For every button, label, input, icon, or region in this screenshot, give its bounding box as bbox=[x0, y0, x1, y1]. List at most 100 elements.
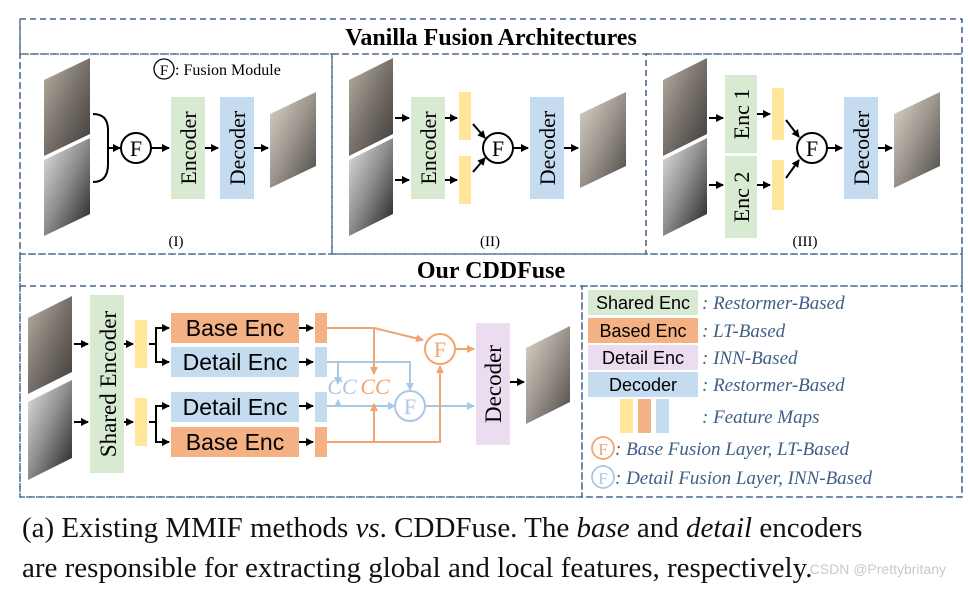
infrared-image bbox=[349, 138, 393, 236]
vanilla-title-frame bbox=[19, 18, 963, 55]
feature-map-swatch-orange bbox=[638, 399, 651, 433]
infrared-image bbox=[28, 380, 72, 480]
caption-text: . CDDFuse. The bbox=[379, 512, 577, 544]
legend-desc: : LT-Based bbox=[702, 321, 786, 342]
frames bbox=[19, 18, 963, 498]
legend-key: F bbox=[598, 440, 607, 459]
panel-ii-label: (II) bbox=[480, 234, 500, 250]
feature-map bbox=[135, 398, 147, 446]
legend-key: F bbox=[598, 469, 607, 488]
base-enc-label-bottom: Base Enc bbox=[186, 429, 284, 455]
base-fusion-legend-icon bbox=[591, 436, 615, 460]
detail-fusion-legend-icon bbox=[591, 465, 615, 489]
panel-iii-label: (III) bbox=[793, 234, 818, 250]
feature-map bbox=[135, 320, 147, 368]
fused-image bbox=[580, 92, 626, 188]
fusion-symbol: F bbox=[130, 136, 142, 161]
enc1-label: Enc 1 bbox=[729, 89, 754, 140]
enc1-block bbox=[725, 75, 757, 153]
infrared-image bbox=[663, 138, 707, 236]
feature-map-swatch-blue bbox=[656, 399, 669, 433]
ours-title: Our CDDFuse bbox=[417, 258, 566, 284]
fusion-symbol: F bbox=[806, 136, 818, 161]
feature-map bbox=[772, 160, 784, 210]
legend-item-based-enc: Based Enc : LT-Based bbox=[588, 318, 786, 343]
legend-key: Decoder bbox=[609, 375, 677, 395]
legend-item-shared-enc: Shared Enc : Restormer-Based bbox=[588, 290, 845, 315]
encoder-label: Encoder bbox=[176, 111, 201, 185]
detail-enc-block-bottom bbox=[171, 392, 299, 422]
fusion-legend-symbol: F bbox=[160, 63, 168, 79]
feature-map-base bbox=[315, 427, 327, 457]
feature-map-base bbox=[315, 313, 327, 343]
legend-desc: : Base Fusion Layer, LT-Based bbox=[615, 439, 850, 460]
shared-encoder-block bbox=[90, 295, 124, 473]
fusion-legend-note: : Fusion Module bbox=[175, 62, 281, 79]
infrared-image bbox=[44, 138, 90, 236]
cc-label-detail: CC bbox=[327, 374, 357, 399]
feature-map-detail bbox=[315, 392, 327, 422]
legend-desc: : Feature Maps bbox=[702, 407, 820, 428]
fusion-symbol: F bbox=[492, 136, 504, 161]
legend-key: Detail Enc bbox=[602, 348, 684, 368]
panel-ii: Encoder F Decoder (II) bbox=[349, 58, 626, 250]
feature-map bbox=[772, 88, 784, 140]
cddfuse-frame bbox=[19, 285, 583, 498]
detail-fusion-symbol: F bbox=[404, 394, 416, 419]
decoder-label: Decoder bbox=[481, 345, 506, 423]
detail-enc-block-top bbox=[171, 347, 299, 377]
caption-italic: base bbox=[576, 512, 630, 544]
caption-text: (a) Existing MMIF methods bbox=[22, 512, 356, 544]
decoder-label: Decoder bbox=[225, 110, 250, 185]
feature-map-swatch-yellow bbox=[620, 399, 633, 433]
detail-enc-label-top: Detail Enc bbox=[183, 349, 288, 375]
legend-item-detail-fusion: F : Detail Fusion Layer, INN-Based bbox=[591, 465, 873, 489]
visible-image bbox=[28, 296, 72, 394]
panel-i-frame bbox=[19, 53, 333, 255]
panel-iii: Enc 1 Enc 2 F Decoder (III) bbox=[663, 58, 940, 250]
legend-desc: : Detail Fusion Layer, INN-Based bbox=[615, 468, 873, 489]
fused-image bbox=[894, 92, 940, 188]
visible-image bbox=[44, 58, 90, 156]
caption-line-2: are responsible for extracting global an… bbox=[22, 552, 813, 584]
legend-desc: : INN-Based bbox=[702, 348, 798, 369]
cddfuse-panel: Shared Encoder Base Enc Detail Enc Detai… bbox=[28, 295, 570, 480]
base-fusion-layer-icon bbox=[424, 333, 456, 365]
figure-caption: (a) Existing MMIF methods vs. CDDFuse. T… bbox=[22, 508, 952, 588]
feature-map-detail bbox=[315, 347, 327, 377]
cc-label-base: CC bbox=[360, 374, 390, 399]
encoder-label: Encoder bbox=[416, 111, 441, 185]
legend-desc: : Restormer-Based bbox=[702, 375, 845, 396]
encoder-block bbox=[171, 97, 205, 199]
caption-text: encoders bbox=[752, 512, 863, 544]
detail-fusion-layer-icon bbox=[394, 390, 426, 422]
base-enc-label-top: Base Enc bbox=[186, 315, 284, 341]
panel-i-label: (I) bbox=[169, 234, 184, 250]
caption-italic: detail bbox=[686, 512, 753, 544]
legend-frame bbox=[581, 285, 963, 498]
base-enc-block-bottom bbox=[171, 427, 299, 457]
legend-key: Based Enc bbox=[599, 321, 686, 341]
decoder-label: Decoder bbox=[849, 110, 874, 185]
encoder-block bbox=[411, 97, 445, 199]
legend-item-base-fusion: F : Base Fusion Layer, LT-Based bbox=[591, 436, 850, 460]
watermark: CSDN @Prettybritany bbox=[809, 561, 946, 577]
fusion-legend-icon bbox=[153, 58, 175, 80]
legend-item-feature-maps: : Feature Maps bbox=[620, 399, 820, 433]
visible-image bbox=[663, 58, 707, 156]
caption-line-1: (a) Existing MMIF methods vs. CDDFuse. T… bbox=[22, 508, 952, 548]
feature-map bbox=[459, 156, 471, 204]
fused-image bbox=[270, 92, 316, 188]
decoder-block bbox=[476, 323, 510, 445]
legend-item-detail-enc: Detail Enc : INN-Based bbox=[588, 345, 798, 370]
caption-italic: vs bbox=[355, 512, 380, 544]
vanilla-title: Vanilla Fusion Architectures bbox=[345, 25, 637, 51]
enc2-label: Enc 2 bbox=[729, 172, 754, 223]
caption-text: and bbox=[629, 512, 687, 544]
detail-enc-label-bottom: Detail Enc bbox=[183, 394, 288, 420]
fused-image bbox=[526, 326, 570, 424]
visible-image bbox=[349, 58, 393, 156]
base-fusion-symbol: F bbox=[434, 337, 446, 362]
merge-bracket bbox=[92, 113, 109, 183]
